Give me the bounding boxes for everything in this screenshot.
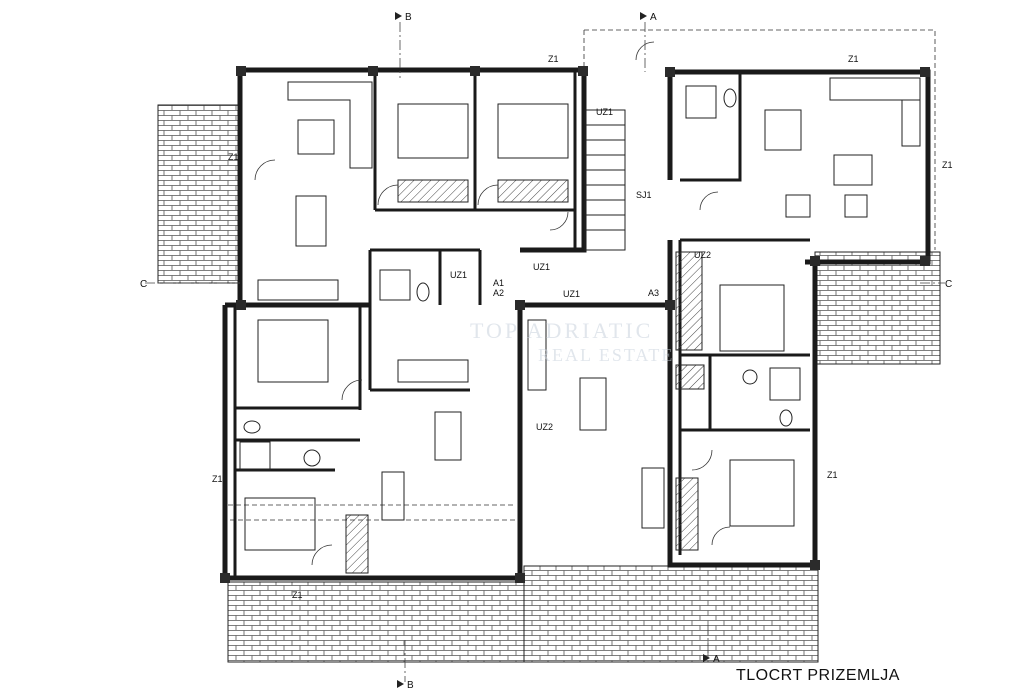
window-mark: UZ1 (450, 270, 467, 280)
window-mark: UZ1 (533, 262, 550, 272)
window-mark: UZ2 (536, 422, 553, 432)
kitchen-counter (829, 77, 921, 101)
window-mark: Z1 (292, 590, 303, 600)
toilet (779, 409, 793, 427)
sink (303, 449, 321, 467)
wardrobe (397, 179, 469, 203)
shower (379, 269, 411, 301)
kitchen-counter (901, 99, 921, 147)
kitchen-counter (527, 319, 547, 391)
terrace-south-east (523, 565, 819, 663)
coffee-table (844, 194, 868, 218)
bed (719, 284, 785, 352)
section-marks: B A B A C C (140, 12, 952, 691)
window-mark: Z1 (212, 474, 223, 484)
armchair (785, 194, 811, 218)
section-lines (145, 22, 945, 682)
section-mark-a-bottom: A (713, 654, 720, 665)
shower (685, 85, 717, 119)
dining-table (434, 411, 462, 461)
shower (239, 441, 271, 471)
window-mark: Z1 (827, 470, 838, 480)
sofa (641, 467, 665, 529)
wardrobe (675, 251, 703, 351)
wardrobe (675, 364, 705, 390)
wardrobe (497, 179, 569, 203)
kitchen-counter (257, 279, 339, 301)
upper-floor-outline (228, 29, 936, 521)
wardrobe (345, 514, 369, 574)
sink (742, 369, 758, 385)
terrace-west (157, 104, 239, 284)
stair-mark: SJ1 (636, 190, 652, 200)
toilet (723, 88, 737, 108)
bed (497, 103, 569, 159)
opening-labels: Z1 Z1 Z1 Z1 Z1 Z1 Z1 UZ1 UZ1 UZ1 UZ1 UZ2… (212, 54, 953, 600)
dining-table (295, 195, 327, 247)
dining-table (579, 377, 607, 431)
watermark-line-1: TOP ADRIATIC (470, 318, 654, 343)
coffee-table (297, 119, 335, 155)
terrace-south-west (227, 581, 525, 663)
window-mark: UZ1 (563, 289, 580, 299)
section-mark-b-top: B (405, 12, 412, 23)
shower (769, 367, 801, 401)
toilet (243, 420, 261, 434)
terrace-east (814, 251, 941, 365)
window-mark: Z1 (942, 160, 953, 170)
watermark-line-2: REAL ESTATE (538, 345, 675, 365)
window-mark: Z1 (548, 54, 559, 64)
window-mark: Z1 (228, 152, 239, 162)
sofa (833, 154, 873, 186)
staircase (584, 109, 626, 251)
stair-mark: A3 (648, 288, 659, 298)
window-mark: Z1 (848, 54, 859, 64)
door-swings (254, 41, 731, 566)
toilet (416, 282, 430, 302)
section-mark-a-top: A (650, 12, 657, 23)
plan-title: TLOCRT PRIZEMLJA (736, 667, 900, 684)
dining-table (764, 109, 802, 151)
sofa (381, 471, 405, 521)
furniture (239, 77, 921, 574)
bed (257, 319, 329, 383)
section-mark-b-bottom: B (407, 680, 414, 691)
structural-columns (220, 66, 930, 583)
sofa (287, 81, 373, 169)
stair-mark: A2 (493, 288, 504, 298)
bed (397, 103, 469, 159)
bed (729, 459, 795, 527)
kitchen-counter (397, 359, 469, 383)
stair-mark: A1 (493, 278, 504, 288)
bed (244, 497, 316, 551)
window-mark: UZ2 (694, 250, 711, 260)
wardrobe (675, 477, 699, 551)
section-mark-c-right: C (945, 279, 952, 290)
window-mark: UZ1 (596, 107, 613, 117)
section-mark-c-left: C (140, 279, 147, 290)
